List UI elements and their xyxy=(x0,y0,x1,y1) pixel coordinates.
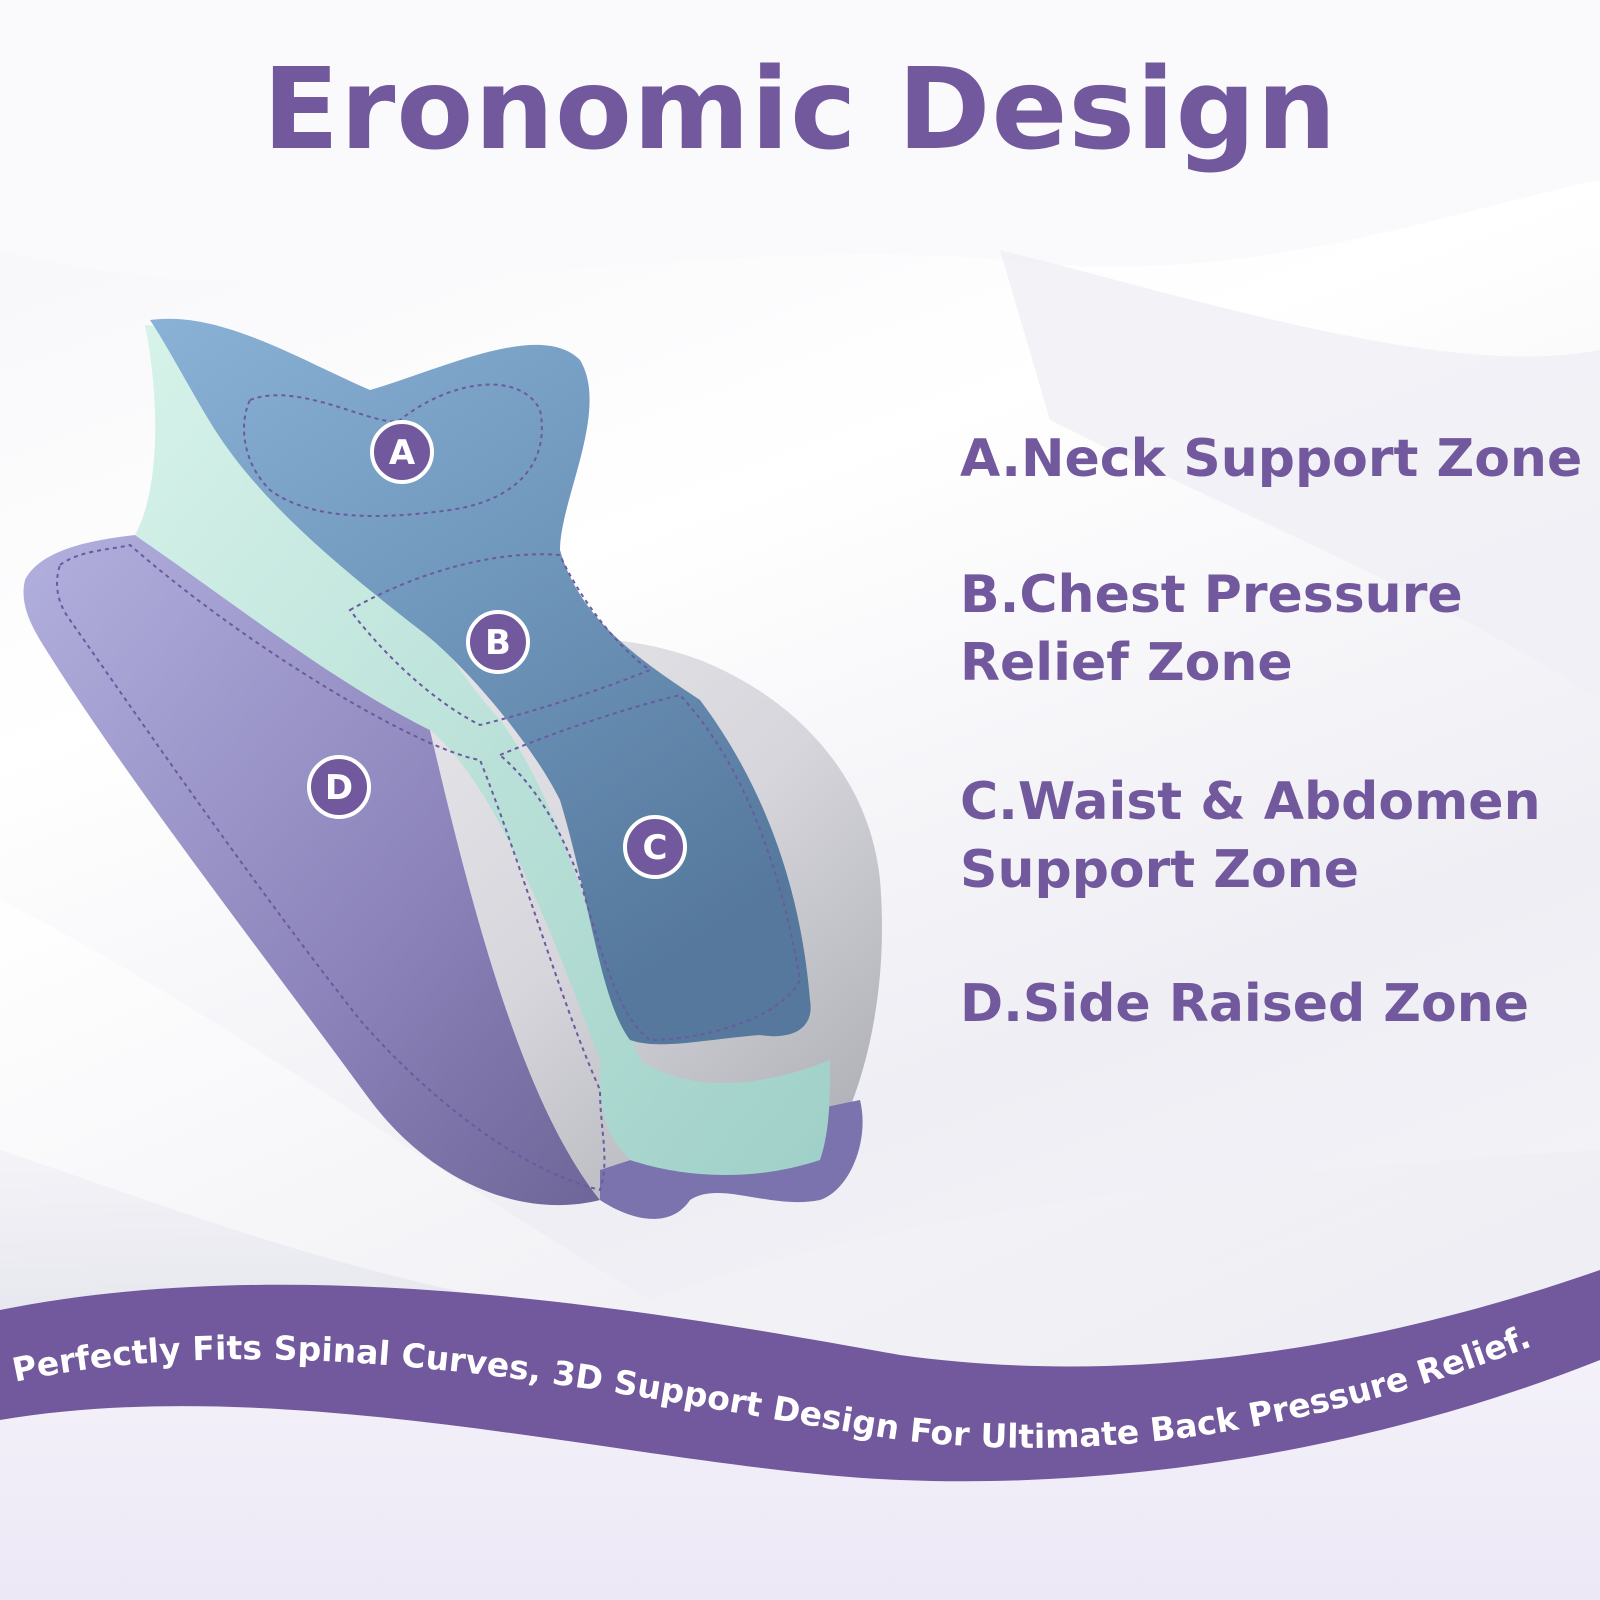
svg-text:D: D xyxy=(325,768,353,808)
banner-ribbon xyxy=(0,1270,1600,1482)
page-title: Eronomic Design xyxy=(262,45,1338,175)
zone-label-b-line1: B.Chest Pressure xyxy=(960,565,1463,625)
svg-text:B: B xyxy=(485,623,511,663)
zone-marker-c-icon: C xyxy=(623,815,687,879)
zone-label-c: C.Waist & Abdomen Support Zone xyxy=(960,768,1600,904)
zone-label-d: D.Side Raised Zone xyxy=(960,970,1600,1038)
zone-label-a: A.Neck Support Zone xyxy=(960,425,1600,493)
svg-text:C: C xyxy=(643,828,668,868)
zone-marker-a-icon: A xyxy=(370,420,434,484)
zone-label-b: B.Chest Pressure Relief Zone xyxy=(960,561,1600,697)
side-raised-layer xyxy=(23,535,601,1206)
svg-text:A: A xyxy=(389,433,416,473)
zone-marker-b-icon: B xyxy=(466,610,530,674)
bottom-banner: Perfectly Fits Spinal Curves, 3D Support… xyxy=(0,1270,1600,1600)
zone-label-d-line1: D.Side Raised Zone xyxy=(960,974,1530,1034)
zone-outlines xyxy=(56,383,802,1192)
zone-label-c-line1: C.Waist & Abdomen xyxy=(960,772,1541,832)
pillow-illustration: A B C D xyxy=(23,318,882,1219)
zone-label-a-line1: A.Neck Support Zone xyxy=(960,429,1583,489)
zone-label-c-line2: Support Zone xyxy=(960,840,1359,900)
zone-label-b-line2: Relief Zone xyxy=(960,633,1293,693)
zone-marker-d-icon: D xyxy=(307,755,371,819)
